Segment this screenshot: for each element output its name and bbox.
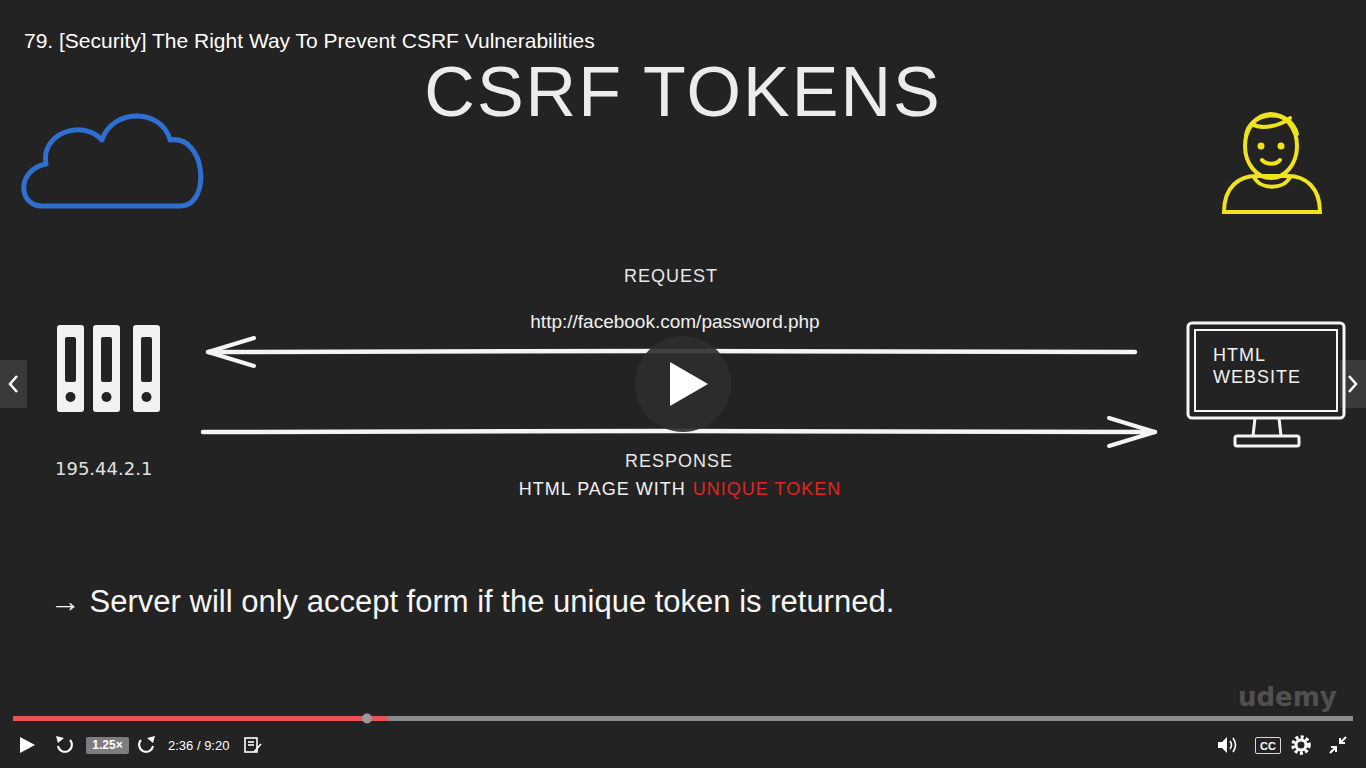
arrow-head xyxy=(208,338,254,366)
corner-arrow xyxy=(1330,747,1336,753)
highlight-text: UNIQUE TOKEN xyxy=(693,479,841,500)
server-slot xyxy=(101,337,112,382)
server-icon xyxy=(48,318,173,418)
progress-track xyxy=(13,716,1353,721)
node-text: CC xyxy=(1257,739,1279,753)
notes-line xyxy=(248,744,254,746)
video-play-button xyxy=(635,336,731,432)
play-button-triangle xyxy=(670,362,708,406)
monitor-screen xyxy=(1195,330,1337,411)
player-controls xyxy=(13,714,1353,754)
server-node: 195.44.2.1 xyxy=(48,318,173,483)
server-light xyxy=(102,392,112,402)
time-display: 2:36 / 9:20 xyxy=(168,737,229,754)
captions-button: CC xyxy=(1255,737,1281,754)
website-node: HTML WEBSITE xyxy=(1185,320,1347,450)
progress-played xyxy=(13,716,388,721)
notes-line xyxy=(248,741,254,743)
corner-arrow xyxy=(1340,737,1346,743)
server-unit xyxy=(133,325,160,412)
person-smile xyxy=(1262,160,1280,164)
server-slot xyxy=(141,337,152,382)
monitor-neck xyxy=(1253,418,1281,436)
node-text: 195.44.2.1 xyxy=(55,458,152,479)
server-light xyxy=(66,392,76,402)
person-icon xyxy=(1224,114,1320,212)
nav-chevron xyxy=(10,376,17,392)
nav-chevron xyxy=(1349,376,1356,392)
server-slot xyxy=(65,337,76,382)
node-text: 1.25× xyxy=(88,737,126,754)
sound-wave xyxy=(1230,738,1236,752)
diagram-title: CSRF TOKENS xyxy=(0,50,1366,134)
rewind-icon-head xyxy=(56,736,64,743)
cloud-icon xyxy=(24,116,201,206)
person-eye xyxy=(1260,145,1263,148)
response-content: HTML PAGE WITH xyxy=(519,479,686,500)
text-row: HTML PAGE WITH UNIQUE TOKEN xyxy=(0,478,1360,502)
rewind-icon xyxy=(58,740,72,752)
monitor-base xyxy=(1235,436,1299,446)
server-unit xyxy=(93,325,120,412)
edge-label: REQUEST xyxy=(624,266,718,287)
forward-icon xyxy=(139,740,153,752)
play-icon xyxy=(20,737,35,753)
progress-handle xyxy=(362,714,372,724)
speaker xyxy=(1218,737,1227,753)
rule-statement: → Server will only accept form if the un… xyxy=(50,584,894,620)
person-hair xyxy=(1246,115,1297,136)
exit-fullscreen-icon xyxy=(1330,737,1346,753)
monitor-frame xyxy=(1188,323,1344,418)
person-collar xyxy=(1254,177,1290,187)
gear-body xyxy=(1296,740,1306,750)
gear-teeth xyxy=(1293,737,1309,753)
person-eye xyxy=(1280,145,1283,148)
volume-icon xyxy=(1218,737,1236,753)
speed-button: 1.25× xyxy=(86,737,129,754)
notes-icon xyxy=(245,738,261,752)
lecture-title: 79. [Security] The Right Way To Prevent … xyxy=(24,29,595,53)
node-text: HTML WEBSITE xyxy=(1213,344,1323,388)
forward-icon-head xyxy=(147,736,155,743)
server-unit xyxy=(57,325,84,412)
url-text: http://facebook.com/password.php xyxy=(0,311,1350,333)
settings-gear xyxy=(1293,737,1309,753)
notes-pen xyxy=(254,744,261,752)
play-button-disc xyxy=(635,336,731,432)
person-head xyxy=(1245,114,1297,178)
watermark: udemy xyxy=(1238,682,1337,712)
arrow-head xyxy=(1109,418,1155,446)
person-body xyxy=(1224,176,1320,212)
server-light xyxy=(142,392,152,402)
edge-label: RESPONSE xyxy=(625,451,733,472)
nav-button xyxy=(0,360,27,408)
